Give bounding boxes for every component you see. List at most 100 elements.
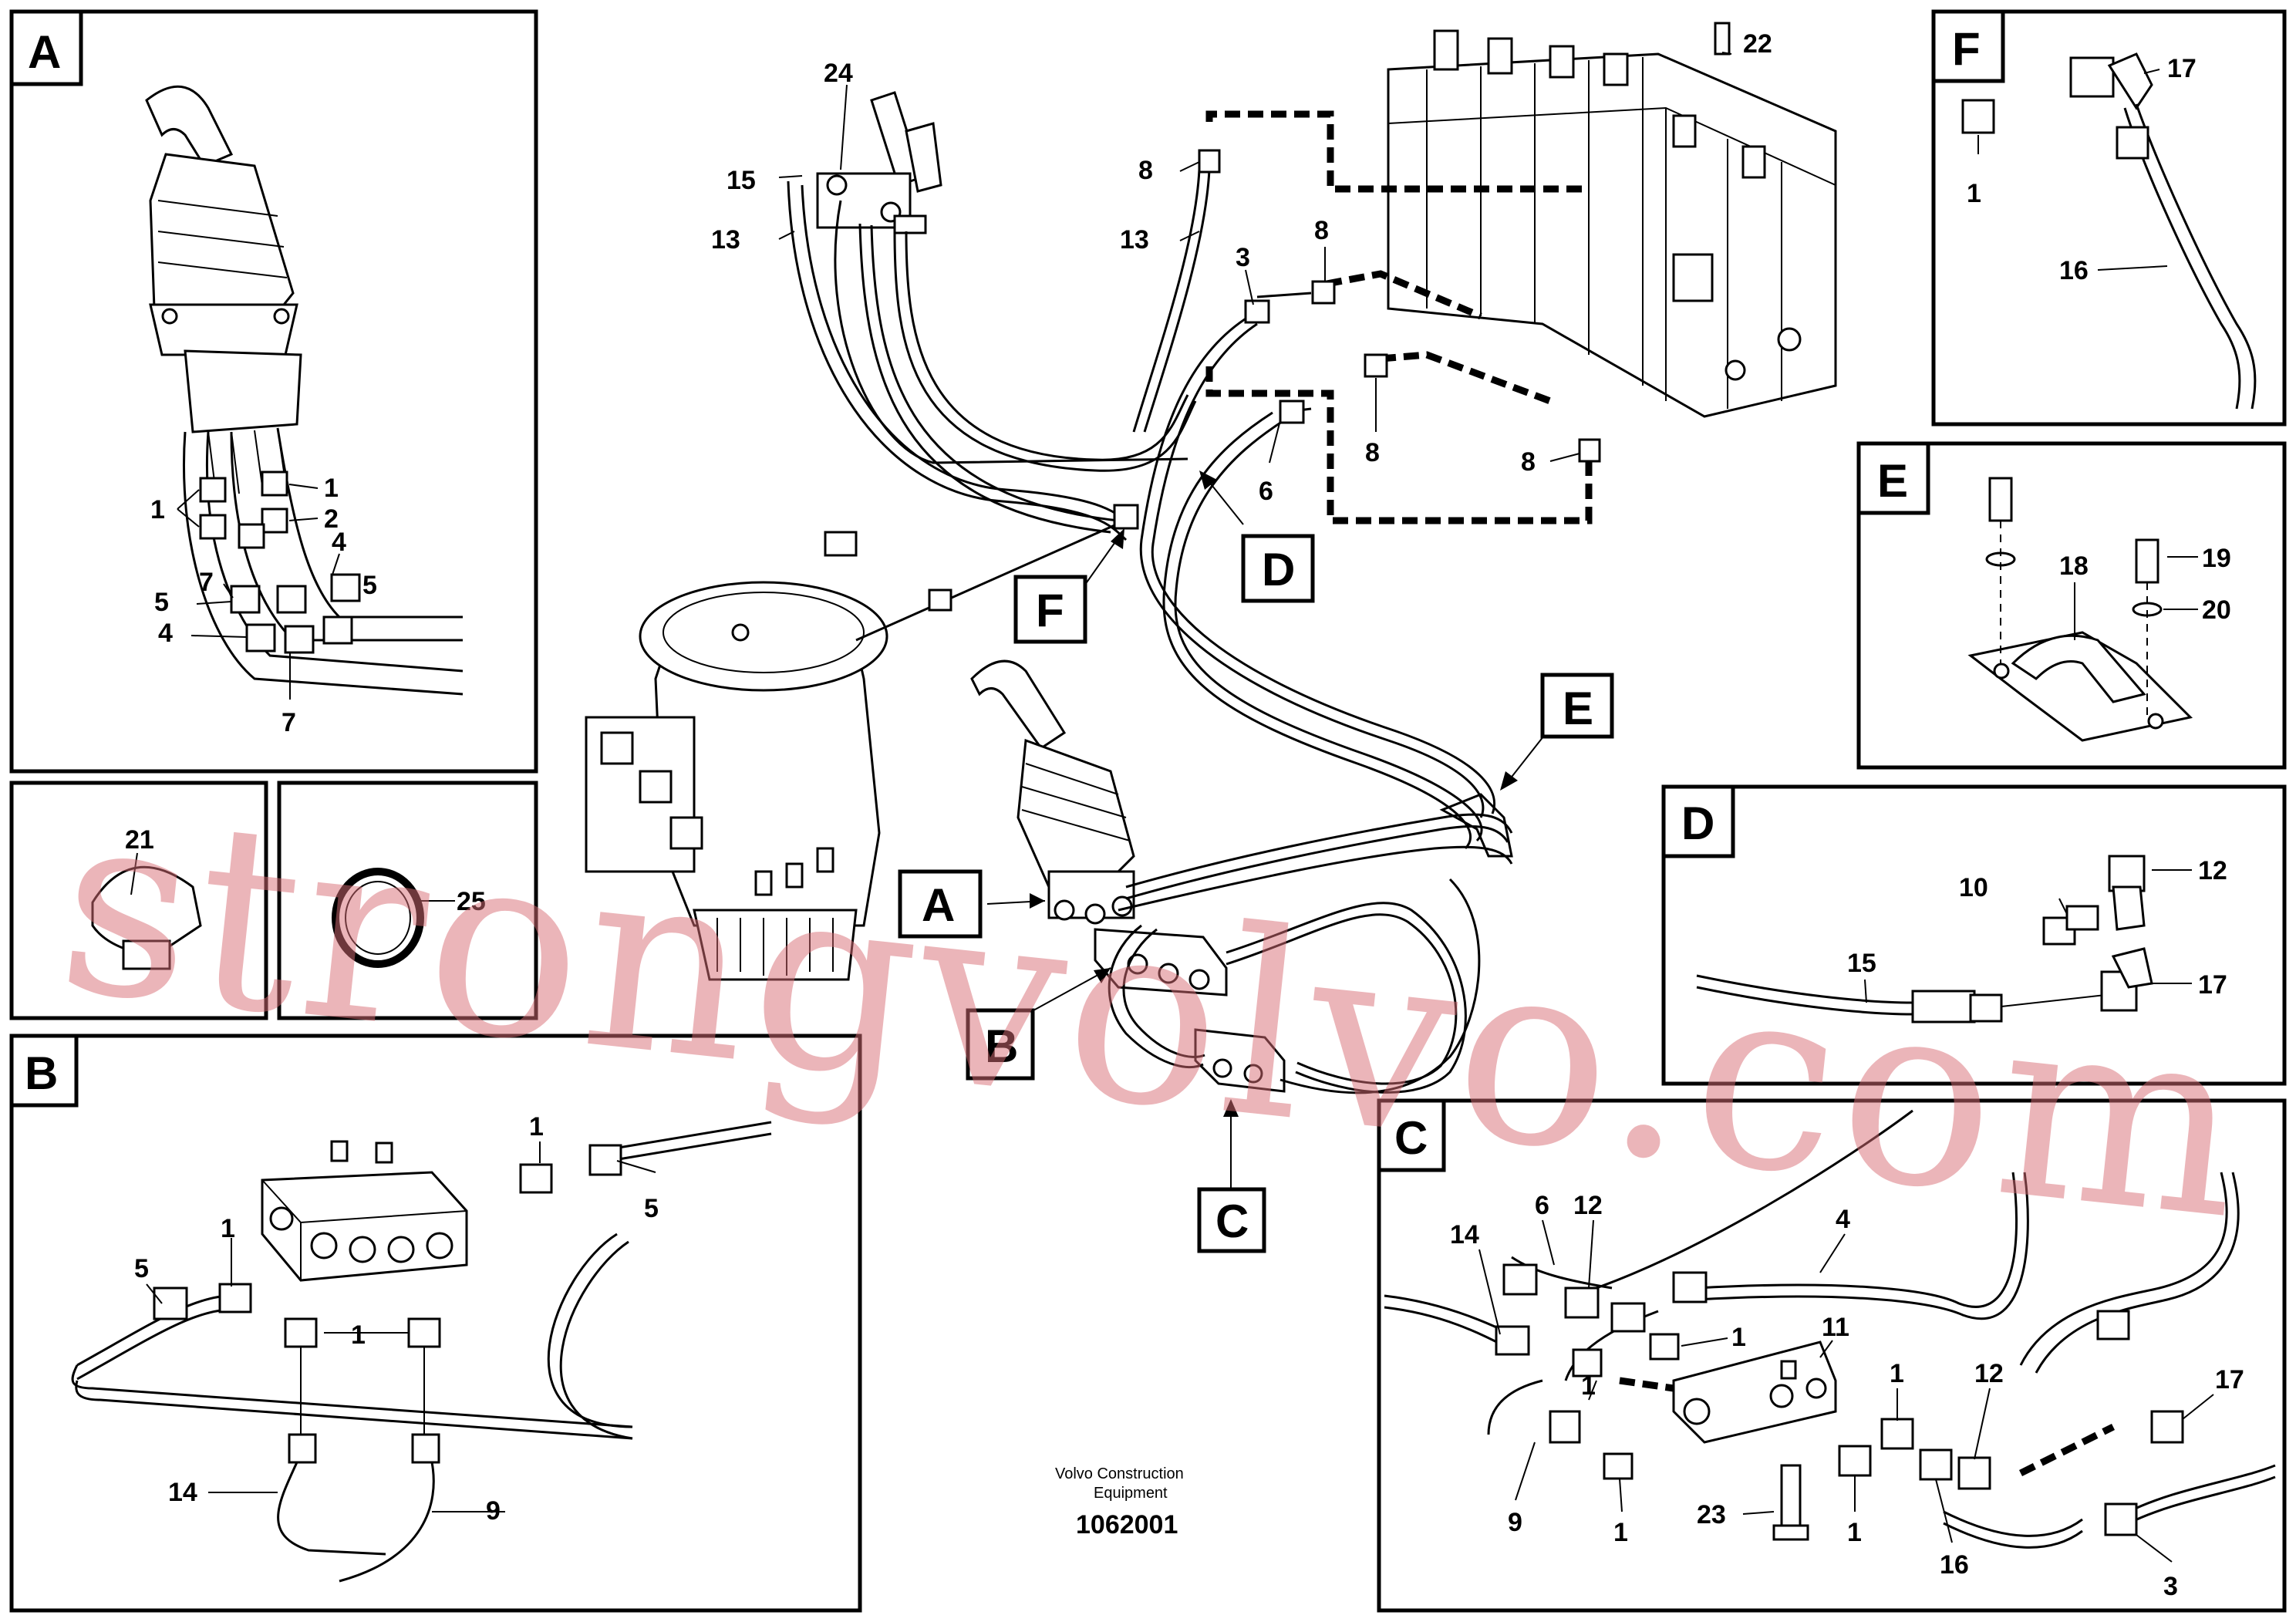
main-assembly: 24 22 15 8 13 13 8 3 8 6 8 A B C D E (585, 22, 1837, 1539)
main-leaders (778, 52, 1732, 464)
panel-c-callout-9: 9 (1508, 1508, 1522, 1537)
panel-a-callout-4-left: 4 (158, 619, 173, 648)
panel-c: C (1377, 1098, 2287, 1613)
fitting-22 (1714, 22, 1731, 56)
panel-c-callout-1-bottom: 1 (1847, 1518, 1862, 1547)
panel-c-letter: C (1394, 1112, 1428, 1164)
panel-c-callout-12-left: 12 (1573, 1191, 1603, 1220)
fitting-8c (1364, 353, 1388, 378)
panel-e-callout-20: 20 (2202, 595, 2231, 625)
panel-d-callout-15: 15 (1847, 949, 1876, 978)
callout-15: 15 (727, 166, 756, 195)
drawing-number: 1062001 (1076, 1510, 1178, 1539)
callout-8-mid: 8 (1365, 438, 1380, 467)
panel-ring: 25 (277, 781, 538, 1020)
panel-d-callout-17: 17 (2198, 970, 2227, 1000)
letter-leaders (986, 470, 1547, 1189)
svg-text:E: E (1563, 683, 1593, 734)
panel-a-callout-5-right: 5 (362, 571, 377, 600)
fitting-6 (1279, 400, 1305, 424)
callout-8-top: 8 (1138, 156, 1153, 185)
dashed-pipe-loop (1205, 366, 1593, 524)
manifold-block-b (1094, 928, 1228, 996)
panel-f-letter: F (1952, 23, 1981, 75)
panel-f: F 17 1 16 (1931, 9, 2287, 427)
svg-text:A: A (922, 879, 955, 931)
svg-text:B: B (985, 1020, 1018, 1072)
panel-c-callout-12-right: 12 (1974, 1359, 2004, 1388)
panel-e: E 18 19 20 (1856, 441, 2287, 770)
fitting-8d (1578, 438, 1601, 463)
panel-c-callout-4: 4 (1836, 1205, 1850, 1234)
panel-clamp: 21 (9, 781, 268, 1020)
panel-c-callout-1-right: 1 (1890, 1359, 1904, 1388)
panel-b-callout-9: 9 (486, 1496, 501, 1526)
dashed-pipe-upper (1380, 351, 1552, 405)
panel-a-callout-2: 2 (324, 504, 339, 534)
fitting-3 (1244, 299, 1270, 324)
pilot-valve-lever (816, 91, 942, 234)
panel-f-callout-17: 17 (2167, 54, 2197, 83)
swing-motor (585, 581, 888, 981)
svg-text:D: D (1262, 544, 1295, 595)
callout-8-right: 8 (1521, 447, 1536, 477)
panel-c-callout-1-top: 1 (1731, 1323, 1746, 1352)
main-letter-a: A (898, 869, 983, 939)
main-letter-f: F (1013, 575, 1087, 644)
panel-a-callout-7-top: 7 (199, 568, 214, 597)
main-letter-e: E (1540, 673, 1614, 739)
panel-d: D 12 10 15 17 (1661, 784, 2287, 1086)
panel-a-callout-1-right: 1 (324, 474, 339, 503)
panel-a-letter: A (28, 26, 61, 78)
callout-24: 24 (824, 59, 853, 88)
callout-8-upper: 8 (1314, 216, 1329, 245)
panel-b-callout-1-left: 1 (221, 1214, 235, 1243)
panel-a: A 1 (9, 9, 538, 774)
caption-company-2: Equipment (1094, 1485, 1168, 1502)
panel-a-callout-7-bottom: 7 (282, 708, 296, 737)
panel-c-callout-23: 23 (1697, 1500, 1726, 1529)
callout-22: 22 (1743, 29, 1772, 59)
panel-b: B (9, 1034, 862, 1613)
callout-13-right: 13 (1120, 225, 1149, 255)
fitting-motor (928, 588, 952, 612)
fitting-8b (1311, 280, 1336, 305)
panel-c-callout-1-mid: 1 (1581, 1371, 1596, 1401)
panel-d-letter: D (1681, 798, 1714, 849)
panel-c-callout-14: 14 (1450, 1220, 1479, 1249)
panel-e-callout-19: 19 (2202, 544, 2231, 573)
panel-f-callout-1: 1 (1967, 179, 1981, 208)
fitting-8a (1198, 149, 1221, 174)
manifold-block-c (1194, 1028, 1286, 1093)
caption-company: Volvo Construction (1055, 1465, 1184, 1482)
panel-c-callout-11: 11 (1822, 1313, 1849, 1342)
panel-e-callout-18: 18 (2059, 551, 2089, 581)
panel-b-letter: B (25, 1047, 58, 1099)
main-letter-b: B (966, 1008, 1035, 1081)
callout-13-left: 13 (711, 225, 740, 255)
callout-6: 6 (1259, 477, 1273, 506)
dashed-pipe-top (1205, 110, 1589, 193)
main-letter-d: D (1241, 534, 1315, 603)
callout-3: 3 (1236, 243, 1250, 272)
panel-d-callout-12: 12 (2198, 856, 2227, 885)
control-valve-block (1387, 29, 1837, 418)
main-letter-c: C (1197, 1187, 1266, 1253)
elbow-fitting (824, 531, 858, 557)
panel-e-letter: E (1877, 455, 1908, 507)
svg-text:F: F (1036, 585, 1064, 636)
panel-a-callout-5-left: 5 (154, 588, 169, 617)
panel-b-callout-5-left: 5 (134, 1254, 149, 1283)
panel-c-callout-17: 17 (2215, 1365, 2244, 1394)
clamp-callout-21: 21 (125, 825, 154, 855)
panel-c-callout-16: 16 (1940, 1550, 1969, 1580)
panel-a-callout-4-top: 4 (332, 528, 346, 557)
panel-b-callout-1-mid: 1 (351, 1320, 366, 1350)
panel-c-callout-3: 3 (2163, 1572, 2178, 1601)
panel-a-callout-1-left: 1 (150, 495, 165, 524)
panel-c-callout-6: 6 (1535, 1191, 1549, 1220)
fitting-f (1113, 504, 1139, 530)
panel-b-callout-5-top: 5 (644, 1194, 659, 1223)
hose-bundle (787, 169, 1513, 1094)
